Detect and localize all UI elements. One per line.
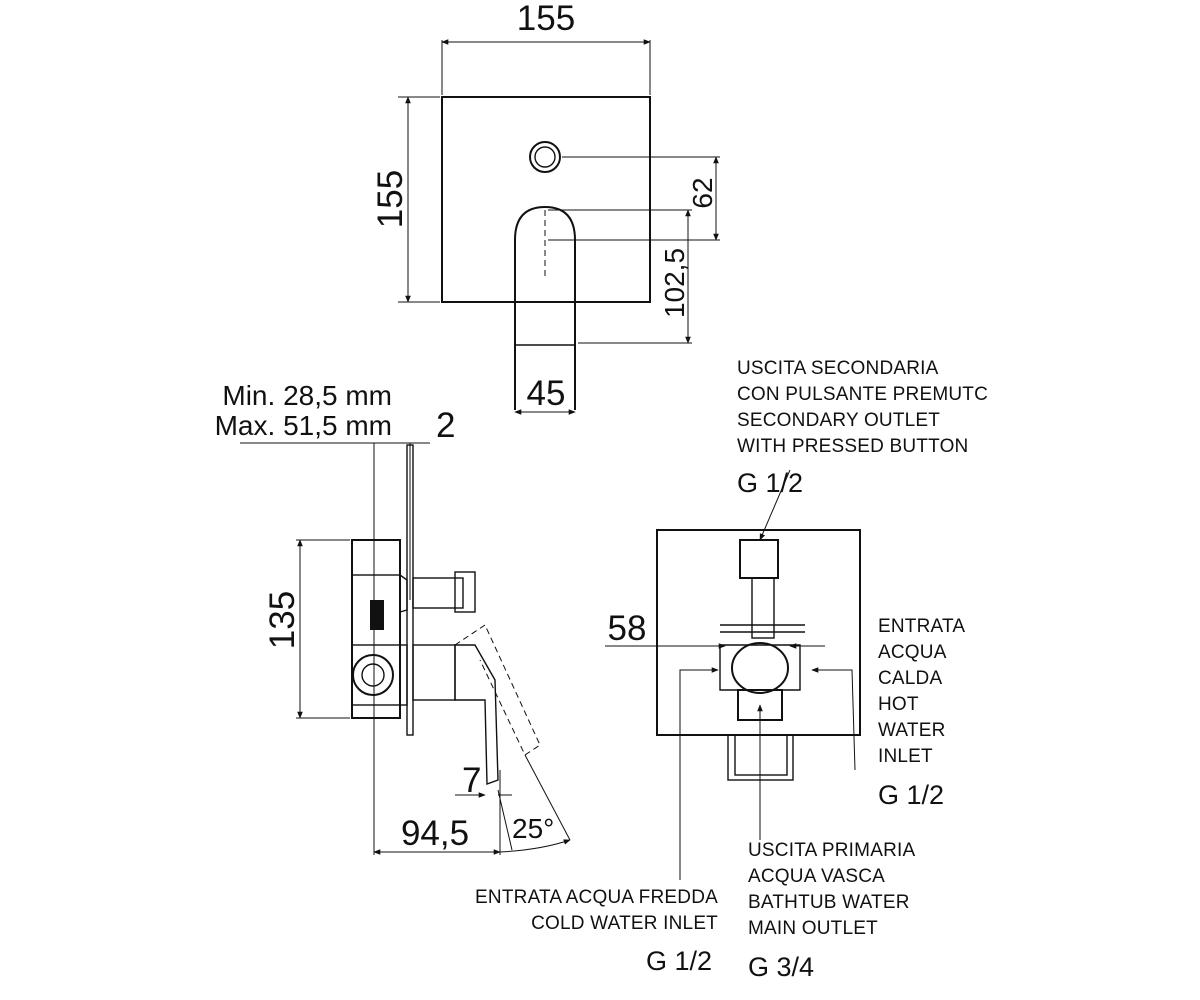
faceplate-outline [441,96,651,303]
cold-thread: G 1/2 [646,946,712,976]
svg-text:HOT: HOT [878,694,919,715]
svg-text:CALDA: CALDA [878,668,942,689]
lever-outline [514,205,576,410]
svg-text:WITH PRESSED BUTTON: WITH PRESSED BUTTON [737,436,968,457]
svg-text:MAIN OUTLET: MAIN OUTLET [748,918,878,939]
depth-dim: 94,5 [401,814,469,853]
svg-text:ENTRATA: ENTRATA [878,616,965,637]
secondary-thread: G 1/2 [737,468,803,498]
lever-offset-dim: 7 [462,761,481,800]
svg-text:SECONDARY OUTLET: SECONDARY OUTLET [737,410,940,431]
hot-thread: G 1/2 [878,780,944,810]
side-view: Min. 28,5 mm Max. 51,5 mm 2 135 7 [215,380,571,855]
svg-text:INLET: INLET [878,746,933,767]
dim-62: 62 [687,177,718,208]
lever-width-dim: 45 [527,374,566,413]
svg-text:BATHTUB WATER: BATHTUB WATER [748,892,910,913]
svg-text:WATER: WATER [878,720,946,741]
rear-dim-58: 58 [608,609,647,648]
svg-text:USCITA SECONDARIA: USCITA SECONDARIA [737,358,939,379]
hot-inlet-label: ENTRATA ACQUA CALDA HOT WATER INLET G 1/… [878,616,965,810]
svg-text:ACQUA: ACQUA [878,642,947,663]
primary-outlet-label: USCITA PRIMARIA ACQUA VASCA BATHTUB WATE… [748,840,915,982]
svg-text:USCITA PRIMARIA: USCITA PRIMARIA [748,840,915,861]
front-view: 155 155 62 102,5 45 [371,0,720,415]
front-height-dim: 155 [371,170,410,228]
rear-view: 58 [605,469,861,880]
angle-dim: 25° [512,813,554,844]
min-depth-label: Min. 28,5 mm [222,380,392,411]
body-height-dim: 135 [263,591,302,649]
svg-text:ACQUA VASCA: ACQUA VASCA [748,866,885,887]
max-depth-label: Max. 51,5 mm [215,410,392,441]
dim-102-5: 102,5 [659,248,690,318]
front-width-dim: 155 [517,0,575,38]
cold-inlet-label: ENTRATA ACQUA FREDDA COLD WATER INLET G … [475,887,718,976]
svg-text:COLD WATER INLET: COLD WATER INLET [531,913,718,934]
svg-text:ENTRATA ACQUA FREDDA: ENTRATA ACQUA FREDDA [475,887,718,908]
primary-thread: G 3/4 [748,952,814,982]
plate-thickness-dim: 2 [436,406,455,445]
diverter-button [529,141,561,173]
secondary-outlet-label: USCITA SECONDARIA CON PULSANTE PREMUTC S… [737,358,988,498]
svg-text:CON PULSANTE PREMUTC: CON PULSANTE PREMUTC [737,384,988,405]
